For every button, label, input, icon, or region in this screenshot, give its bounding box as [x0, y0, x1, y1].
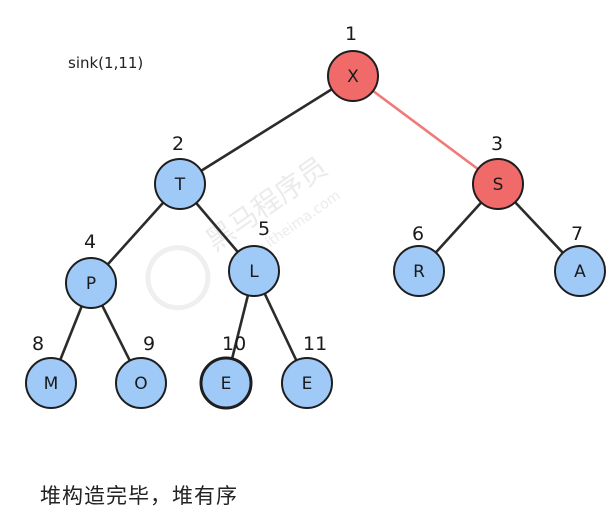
tree-node-index: 1	[345, 23, 357, 45]
tree-node-circle	[327, 50, 379, 102]
tree-node-4: P4	[65, 231, 117, 309]
tree-node-11: E 11	[281, 333, 333, 409]
tree-node-letter: R	[413, 262, 425, 282]
tree-node-letter: A	[574, 262, 586, 282]
tree-node-circle	[25, 357, 77, 409]
tree-node-6: R6	[393, 223, 445, 297]
tree-node-index: 3	[491, 133, 503, 155]
tree-node-circle	[393, 245, 445, 297]
tree-node-letter: O	[134, 374, 147, 394]
tree-node-1: X1	[327, 23, 379, 102]
tree-node-2: T2	[154, 133, 206, 210]
tree-node-index: 4	[84, 231, 96, 253]
tree-node-index: 7	[571, 223, 583, 245]
tree-node-letter: T	[174, 175, 186, 195]
tree-node-circle	[65, 257, 117, 309]
tree-node-index: 9	[143, 333, 155, 355]
tree-node-index: 10	[222, 333, 246, 355]
watermark-logo-icon	[145, 245, 211, 311]
tree-node-circle	[199, 356, 253, 410]
tree-node-circle	[154, 158, 206, 210]
tree-node-index: 5	[258, 218, 270, 240]
tree-node-letter: E	[302, 374, 313, 394]
tree-node-3: S3	[472, 133, 524, 210]
tree-node-index: 8	[32, 333, 44, 355]
tree-node-letter: E	[221, 374, 232, 394]
tree-node-7: A7	[554, 223, 606, 297]
tree-node-index: 6	[412, 223, 424, 245]
tree-node-5: L5	[228, 218, 280, 297]
tree-node-circle	[115, 357, 167, 409]
tree-node-letter: X	[347, 67, 359, 87]
tree-node-letter: P	[86, 274, 96, 294]
tree-edge-1-2	[179, 74, 354, 186]
tree-node-letter: L	[249, 262, 259, 282]
tree-node-letter: M	[44, 374, 59, 394]
tree-node-circle	[228, 245, 280, 297]
tree-node-circle	[281, 357, 333, 409]
tree-node-circle	[472, 158, 524, 210]
tree-node-index: 11	[303, 333, 327, 355]
status-caption: 堆构造完毕，堆有序	[40, 484, 238, 508]
tree-node-circle	[554, 245, 606, 297]
tree-edge-1-3	[352, 74, 499, 186]
tree-node-8: M8	[25, 333, 77, 409]
sink-call-label: sink(1,11)	[68, 54, 144, 72]
tree-node-9: O9	[115, 333, 167, 409]
tree-node-index: 2	[172, 133, 184, 155]
tree-node-letter: S	[493, 175, 504, 195]
tree-node-10: E 10	[199, 333, 253, 410]
